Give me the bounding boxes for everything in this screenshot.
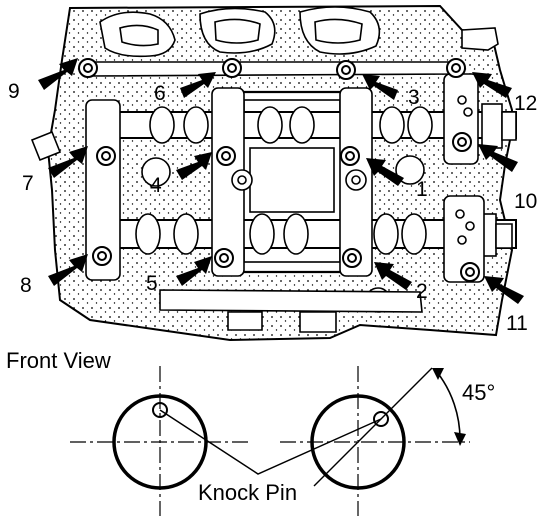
bolt-6 <box>222 58 242 78</box>
cylinder-head-drawing <box>30 4 517 342</box>
callout-label-5: 5 <box>146 272 158 295</box>
angle-label: 45° <box>462 380 495 405</box>
bolt-5 <box>214 248 234 268</box>
callout-label-1: 1 <box>416 178 428 201</box>
arrow-8 <box>48 254 88 286</box>
arrow-5 <box>176 256 212 286</box>
front-view-title: Front View <box>6 348 111 373</box>
callout-label-10: 10 <box>514 190 537 213</box>
angle-arc <box>436 371 461 441</box>
arrow-12 <box>472 72 512 98</box>
arrow-11 <box>484 276 524 304</box>
bolt-4 <box>216 146 236 166</box>
right-knock-pin <box>373 411 389 427</box>
knock-pin-leader <box>159 409 382 475</box>
callout-label-2: 2 <box>416 280 428 303</box>
callout-label-8: 8 <box>20 274 32 297</box>
arrow-2 <box>374 262 412 290</box>
knock-pin-label: Knock Pin <box>198 480 297 505</box>
bolt-9 <box>78 58 98 78</box>
callout-label-12: 12 <box>514 92 537 115</box>
arrow-6 <box>180 72 216 98</box>
callout-arrows <box>38 58 524 304</box>
bolt-8 <box>92 246 112 266</box>
bolts <box>78 58 480 282</box>
callout-label-4: 4 <box>150 174 162 197</box>
arrow-9 <box>38 58 78 90</box>
callout-label-7: 7 <box>22 172 34 195</box>
bolt-3 <box>336 60 356 80</box>
bolt-11 <box>460 262 480 282</box>
bolt-12 <box>446 58 466 78</box>
callout-label-3: 3 <box>408 86 420 109</box>
arrow-7 <box>48 146 88 178</box>
arrow-3 <box>362 74 398 100</box>
arrow-1 <box>366 158 404 186</box>
bolt-2 <box>342 248 362 268</box>
front-view-diagram: Front View 45° Knock Pin <box>6 348 495 516</box>
bolt-7 <box>96 146 116 166</box>
callout-label-6: 6 <box>154 82 166 105</box>
left-knock-pin <box>152 402 168 418</box>
callout-label-11: 11 <box>506 312 528 335</box>
bolt-10 <box>452 132 472 152</box>
bolt-1 <box>340 146 360 166</box>
arrow-4 <box>176 152 212 180</box>
callout-labels: 9 6 3 12 7 4 1 10 8 5 2 11 <box>8 80 537 335</box>
arrow-10 <box>478 144 518 172</box>
callout-label-9: 9 <box>8 80 20 103</box>
